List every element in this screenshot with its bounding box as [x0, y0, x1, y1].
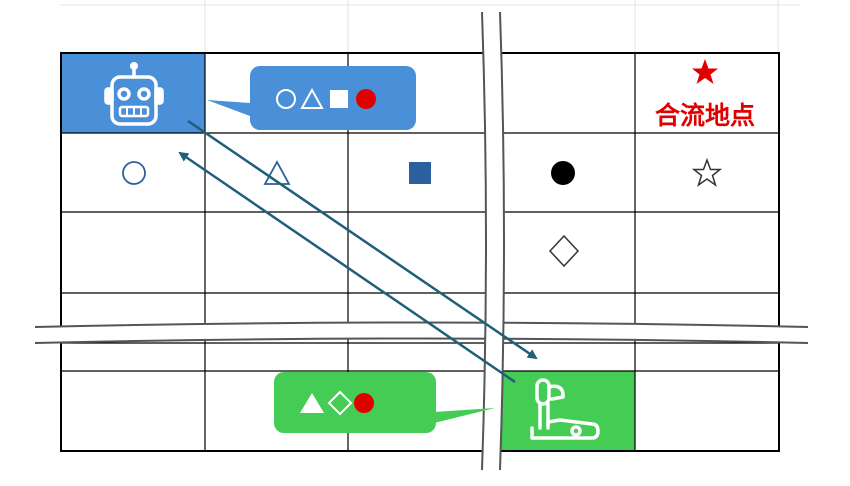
bubble-triangle-filled: [300, 393, 324, 413]
faint-grid: [60, 0, 800, 52]
bubble-circle-red-2: [354, 393, 374, 413]
bubble-square-filled: [330, 90, 348, 108]
arrow-robot-to-arm: [187, 119, 538, 360]
bubble-circle-red: [356, 89, 376, 109]
bubble-triangle-outline: [300, 87, 324, 109]
grid-square-filled: [409, 162, 431, 184]
star-filled-icon: [692, 59, 718, 84]
road-horizontal: [34, 321, 809, 344]
grid-triangle-outline: [263, 160, 291, 185]
grid-diamond-outline: [548, 234, 580, 268]
road-vertical: [481, 11, 505, 471]
goal-label: 合流地点: [655, 101, 755, 130]
robot-icon[interactable]: [104, 62, 164, 126]
goal-marker: 合流地点: [655, 59, 755, 130]
robot-speech-bubble: [207, 66, 416, 130]
arm-speech-bubble: [274, 372, 495, 433]
bubble-circle-outline: [276, 89, 296, 109]
grid-star-outline: [691, 157, 723, 187]
robot-arm-icon[interactable]: [530, 378, 600, 440]
arrow-arm-to-robot: [178, 151, 516, 384]
grid-table: [60, 52, 780, 452]
grid-circle-black: [551, 161, 575, 185]
grid-circle-outline: [122, 161, 146, 185]
bubble-diamond-outline: [327, 390, 353, 416]
